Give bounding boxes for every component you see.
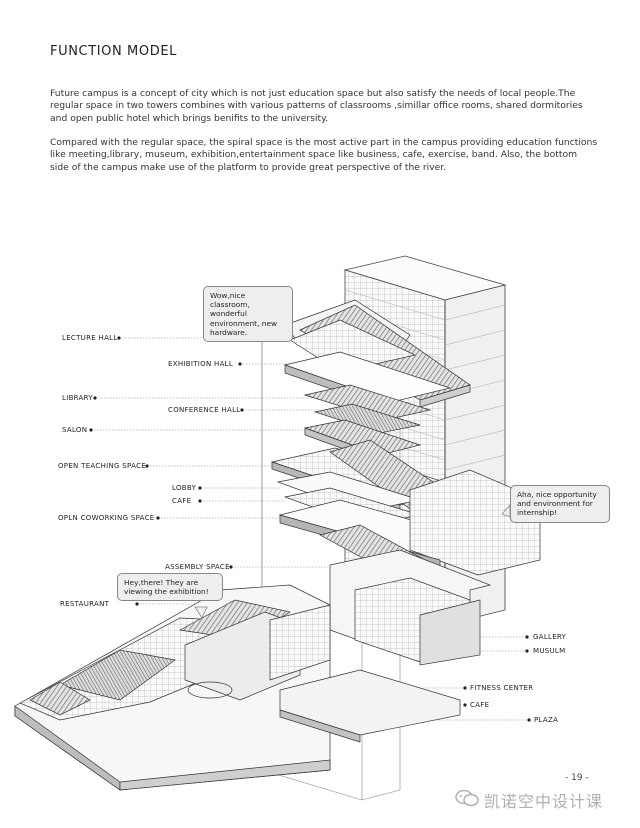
base-platform xyxy=(14,584,461,791)
label-lecture-hall: LECTURE HALL xyxy=(62,334,118,342)
label-open-coworking-space: OPLN COWORKING SPACE xyxy=(58,514,155,522)
intro-paragraph-1: Future campus is a concept of city which… xyxy=(50,88,583,124)
label-cafe-right: CAFE xyxy=(470,701,490,709)
wechat-icon xyxy=(455,789,479,807)
label-museum: MUSULM xyxy=(533,647,566,655)
label-cafe-left: CAFE xyxy=(172,497,192,505)
label-assembly-space: ASSEMBLY SPACE xyxy=(165,563,230,571)
label-fitness-center: FITNESS CENTER xyxy=(470,684,534,692)
label-plaza: PLAZA xyxy=(534,716,559,724)
speech-bubble-top: Wow,nice classroom, wonderful environmen… xyxy=(203,286,293,343)
intro-paragraph-2: Compared with the regular space, the spi… xyxy=(50,137,598,173)
label-salon: SALON xyxy=(62,426,88,434)
label-open-teaching-space: OPEN TEACHING SPACE xyxy=(58,462,146,470)
label-lobby: LOBBY xyxy=(172,484,197,492)
speech-bubble-left: Hey,there! They are viewing the exhibiti… xyxy=(117,573,223,602)
watermark-text: 凯诺空中设计课 xyxy=(484,792,604,811)
page-title: FUNCTION MODEL xyxy=(50,44,177,59)
label-conference-hall: CONFERENCE HALL xyxy=(168,406,241,414)
label-restaurant: RESTAURANT xyxy=(60,600,110,608)
speech-bubble-right: Aha, nice opportunity and environment fo… xyxy=(510,485,610,523)
label-exhibition-hall: EXHIBITION HALL xyxy=(168,360,234,368)
page-number: - 19 - xyxy=(565,773,589,783)
spiral-floors xyxy=(270,299,541,666)
leader-dots xyxy=(89,336,531,722)
label-gallery: GALLERY xyxy=(533,633,567,641)
label-library: LIBRARY xyxy=(62,394,93,402)
